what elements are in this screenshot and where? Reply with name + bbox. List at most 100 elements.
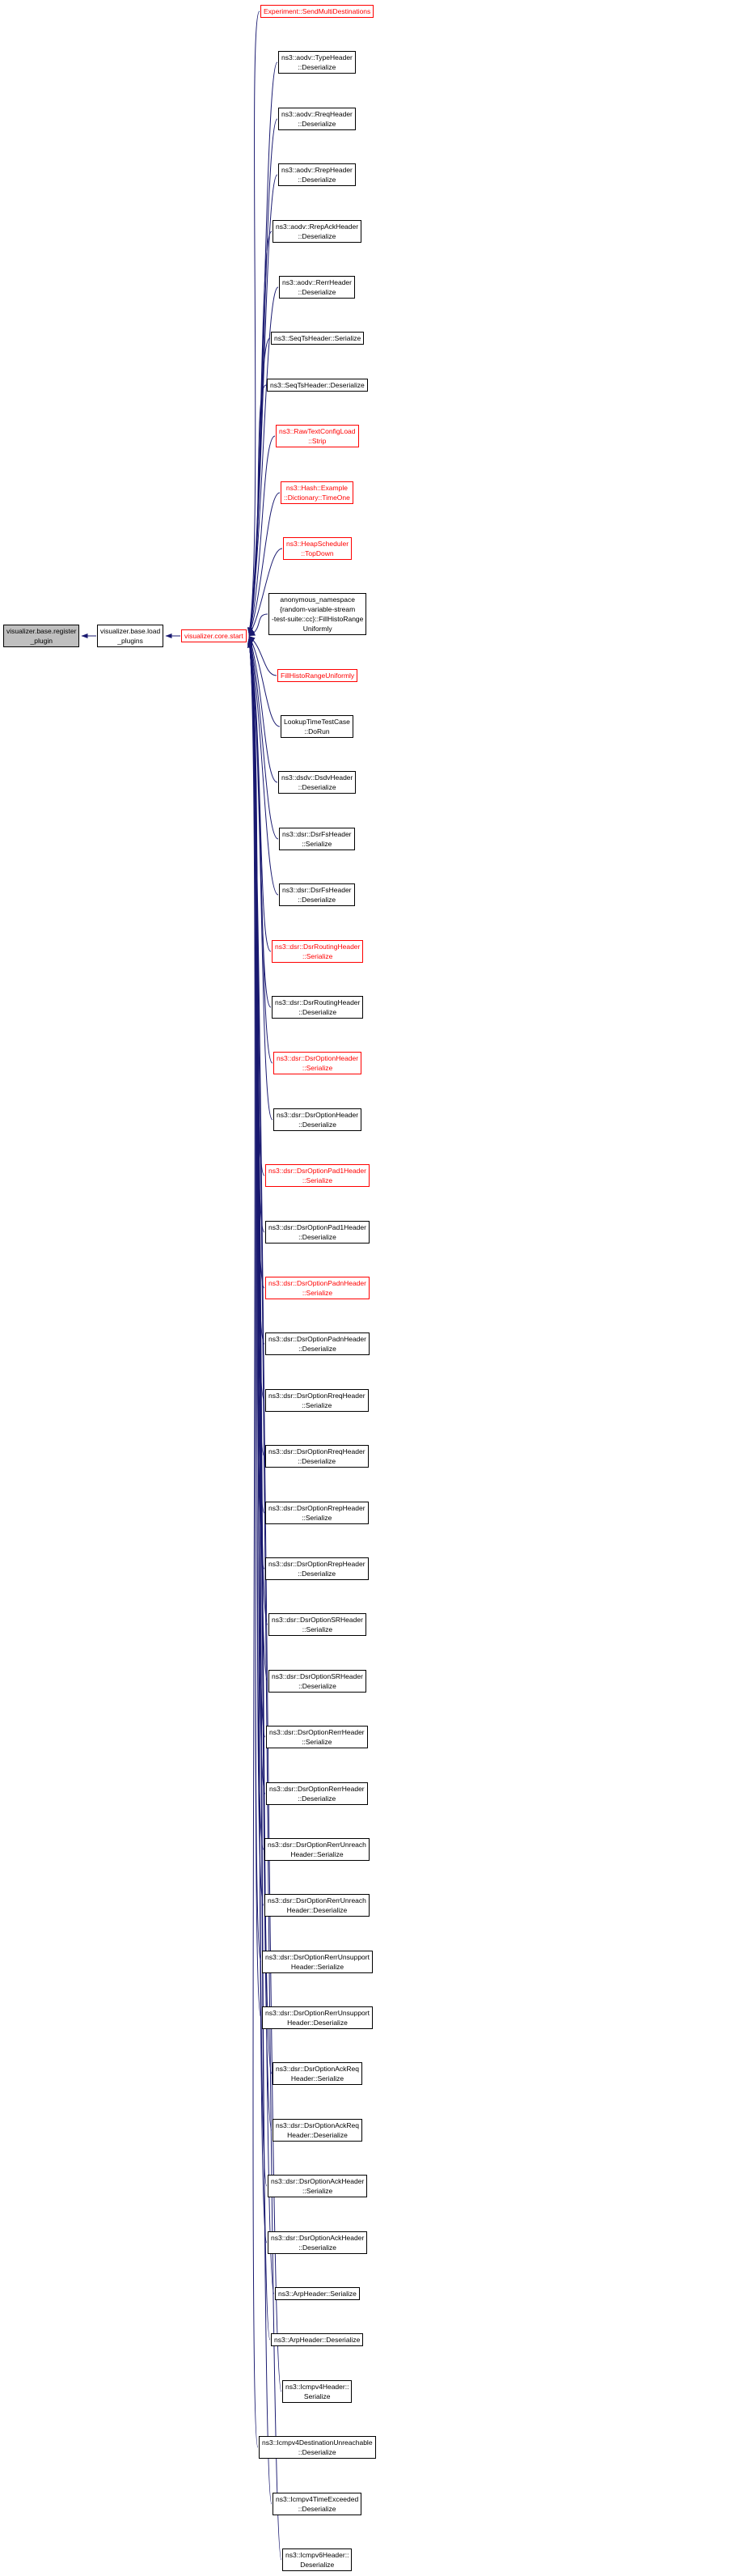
graph-node-register-plugin: visualizer.base.register_plugin [3,625,80,647]
node-label-line: ns3::SeqTsHeader::Deserialize [270,381,365,389]
node-label-line: Header::Serialize [290,1963,344,1971]
node-label-line: Experiment::SendMultiDestinations [264,7,371,15]
call-edge [248,636,281,727]
graph-node-caller[interactable]: ns3::RawTextConfigLoad::Strip [276,425,359,447]
graph-node-caller[interactable]: ns3::dsr::DsrOptionRrepHeader::Serialize [265,1502,369,1524]
graph-node-caller[interactable]: ns3::dsr::DsrOptionRrepHeader::Deseriali… [265,1557,369,1580]
node-label-line: ::Serialize [302,952,333,960]
graph-node-caller[interactable]: ns3::dsr::DsrOptionHeader::Serialize [273,1052,362,1074]
node-label-line: ::Deserialize [298,1682,336,1690]
call-edge [248,636,278,783]
node-label-line: ns3::aodv::RrepHeader [281,166,353,174]
graph-node-caller[interactable]: ns3::dsr::DsrRoutingHeader::Deserialize [272,996,364,1019]
graph-node-caller[interactable]: ns3::dsdv::DsdvHeader::Deserialize [278,771,357,794]
node-label-line: Header::Deserialize [286,1906,348,1914]
node-label-line: ns3::HeapScheduler [286,540,349,548]
graph-node-caller[interactable]: ns3::HeapScheduler::TopDown [283,537,353,560]
graph-node-caller[interactable]: ns3::dsr::DsrOptionPad1Header::Serialize [265,1164,370,1187]
graph-node-caller[interactable]: ns3::dsr::DsrFsHeader::Deserialize [279,883,355,906]
graph-node-core-start[interactable]: visualizer.core.start [181,629,247,642]
node-label-line: ::Deserialize [298,232,336,240]
graph-node-caller[interactable]: ns3::dsr::DsrOptionAckHeader::Serialize [268,2175,368,2197]
node-label-line: ns3::aodv::RreqHeader [281,110,353,118]
node-label-line: -test-suite::cc}::FillHistoRange [272,615,364,623]
node-label-line: ns3::Icmpv6Header:: [285,2551,349,2559]
node-label-line: Header::Deserialize [287,2019,348,2027]
node-label-line: ns3::dsr::DsrOptionSRHeader [272,1616,363,1624]
node-label-line: ns3::Icmpv4TimeExceeded [276,2495,359,2503]
node-label-line: ns3::dsr::DsrFsHeader [282,886,352,894]
graph-node-caller[interactable]: ns3::aodv::RreqHeader::Deserialize [278,108,356,130]
graph-node-caller[interactable]: ns3::dsr::DsrOptionPad1Header::Deseriali… [265,1221,370,1244]
node-label-line: anonymous_namespace [280,595,355,604]
graph-node-caller[interactable]: ns3::Icmpv6Header::Deserialize [282,2548,353,2571]
node-label-line: ns3::aodv::RrepAckHeader [276,222,359,231]
node-label-line: ns3::dsr::DsrOptionAckReq [276,2121,359,2129]
node-label-line: LookupTimeTestCase [284,718,350,726]
graph-node-caller[interactable]: ns3::dsr::DsrOptionPadnHeader::Serialize [265,1277,370,1299]
node-label-line: ::Deserialize [298,896,336,904]
graph-node-caller[interactable]: ns3::dsr::DsrOptionRerrHeader::Serialize [266,1726,368,1748]
node-label-line: ::DoRun [304,727,330,735]
graph-node-caller[interactable]: ns3::aodv::RerrHeader::Deserialize [279,276,355,299]
call-edge [247,435,276,636]
graph-node-caller[interactable]: LookupTimeTestCase::DoRun [281,715,353,738]
node-label-line: ::Strip [308,437,327,445]
graph-node-caller[interactable]: ns3::SeqTsHeader::Serialize [271,332,365,345]
node-label-line: ::Deserialize [298,120,336,128]
graph-node-caller[interactable]: ns3::dsr::DsrOptionAckHeader::Deserializ… [268,2231,368,2254]
node-label-line: _plugin [30,637,53,645]
graph-node-caller[interactable]: ns3::dsr::DsrOptionSRHeader::Deserialize [268,1670,366,1693]
graph-node-caller[interactable]: Experiment::SendMultiDestinations [260,5,374,18]
node-label-line: ::Dictionary::TimeOne [284,494,350,502]
node-label-line: ns3::dsr::DsrOptionRerrHeader [269,1785,365,1793]
node-label-line: ns3::ArpHeader::Deserialize [274,2336,361,2344]
graph-node-caller[interactable]: ns3::SeqTsHeader::Deserialize [267,379,368,392]
graph-node-caller[interactable]: ns3::aodv::RrepAckHeader::Deserialize [273,220,362,243]
node-label-line: ::Deserialize [298,63,336,71]
node-label-line: FillHistoRangeUniformly [281,672,355,680]
graph-node-caller[interactable]: ns3::Hash::Example::Dictionary::TimeOne [281,481,353,504]
graph-node-caller[interactable]: ns3::Icmpv4TimeExceeded::Deserialize [273,2493,362,2515]
node-label-line: ::Deserialize [298,1008,337,1016]
graph-node-caller[interactable]: ns3::ArpHeader::Deserialize [271,2333,364,2346]
node-label-line: ns3::dsdv::DsdvHeader [281,773,353,782]
node-label-line: ::Serialize [302,840,332,848]
node-label-line: ns3::dsr::DsrOptionRerrUnreach [268,1841,366,1849]
node-label-line: ::Deserialize [298,1457,336,1465]
graph-node-caller[interactable]: ns3::dsr::DsrOptionRreqHeader::Deseriali… [265,1445,369,1468]
graph-node-caller[interactable]: ns3::dsr::DsrOptionRreqHeader::Serialize [265,1389,369,1412]
graph-node-caller[interactable]: ns3::Icmpv4Header::Serialize [282,2380,353,2403]
node-label-line: ::Serialize [302,2187,333,2195]
call-edge [247,641,259,2448]
node-label-line: ns3::dsr::DsrRoutingHeader [275,943,361,951]
graph-node-caller[interactable]: ns3::dsr::DsrOptionSRHeader::Serialize [268,1613,366,1636]
graph-node-caller[interactable]: ns3::dsr::DsrOptionPadnHeader::Deseriali… [265,1332,370,1355]
graph-node-caller[interactable]: ns3::Icmpv4DestinationUnreachable::Deser… [259,2436,376,2459]
graph-node-load-plugins[interactable]: visualizer.base.load_plugins [97,625,164,647]
graph-node-caller[interactable]: ns3::ArpHeader::Serialize [275,2287,360,2300]
graph-node-caller[interactable]: ns3::dsr::DsrRoutingHeader::Serialize [272,940,364,963]
graph-node-caller[interactable]: FillHistoRangeUniformly [277,669,358,682]
node-label-line: ns3::SeqTsHeader::Serialize [274,334,361,342]
graph-node-caller[interactable]: ns3::dsr::DsrFsHeader::Serialize [279,828,355,850]
graph-node-caller[interactable]: ns3::dsr::DsrOptionRerrHeader::Deseriali… [266,1782,368,1805]
graph-node-caller[interactable]: ns3::aodv::TypeHeader::Deserialize [278,51,356,74]
graph-node-caller[interactable]: anonymous_namespace{random-variable-stre… [268,593,367,635]
node-label-line: ns3::dsr::DsrOptionAckHeader [271,2177,365,2185]
graph-node-caller[interactable]: ns3::aodv::RrepHeader::Deserialize [278,163,356,186]
node-label-line: {random-variable-stream [280,605,356,613]
node-label-line: ns3::ArpHeader::Serialize [278,2290,357,2298]
node-label-line: ns3::dsr::DsrOptionRerrUnreach [268,1896,366,1904]
node-label-line: ns3::dsr::DsrOptionAckReq [276,2065,359,2073]
call-edge [248,492,281,636]
graph-node-caller[interactable]: ns3::dsr::DsrOptionHeader::Deserialize [273,1108,362,1131]
